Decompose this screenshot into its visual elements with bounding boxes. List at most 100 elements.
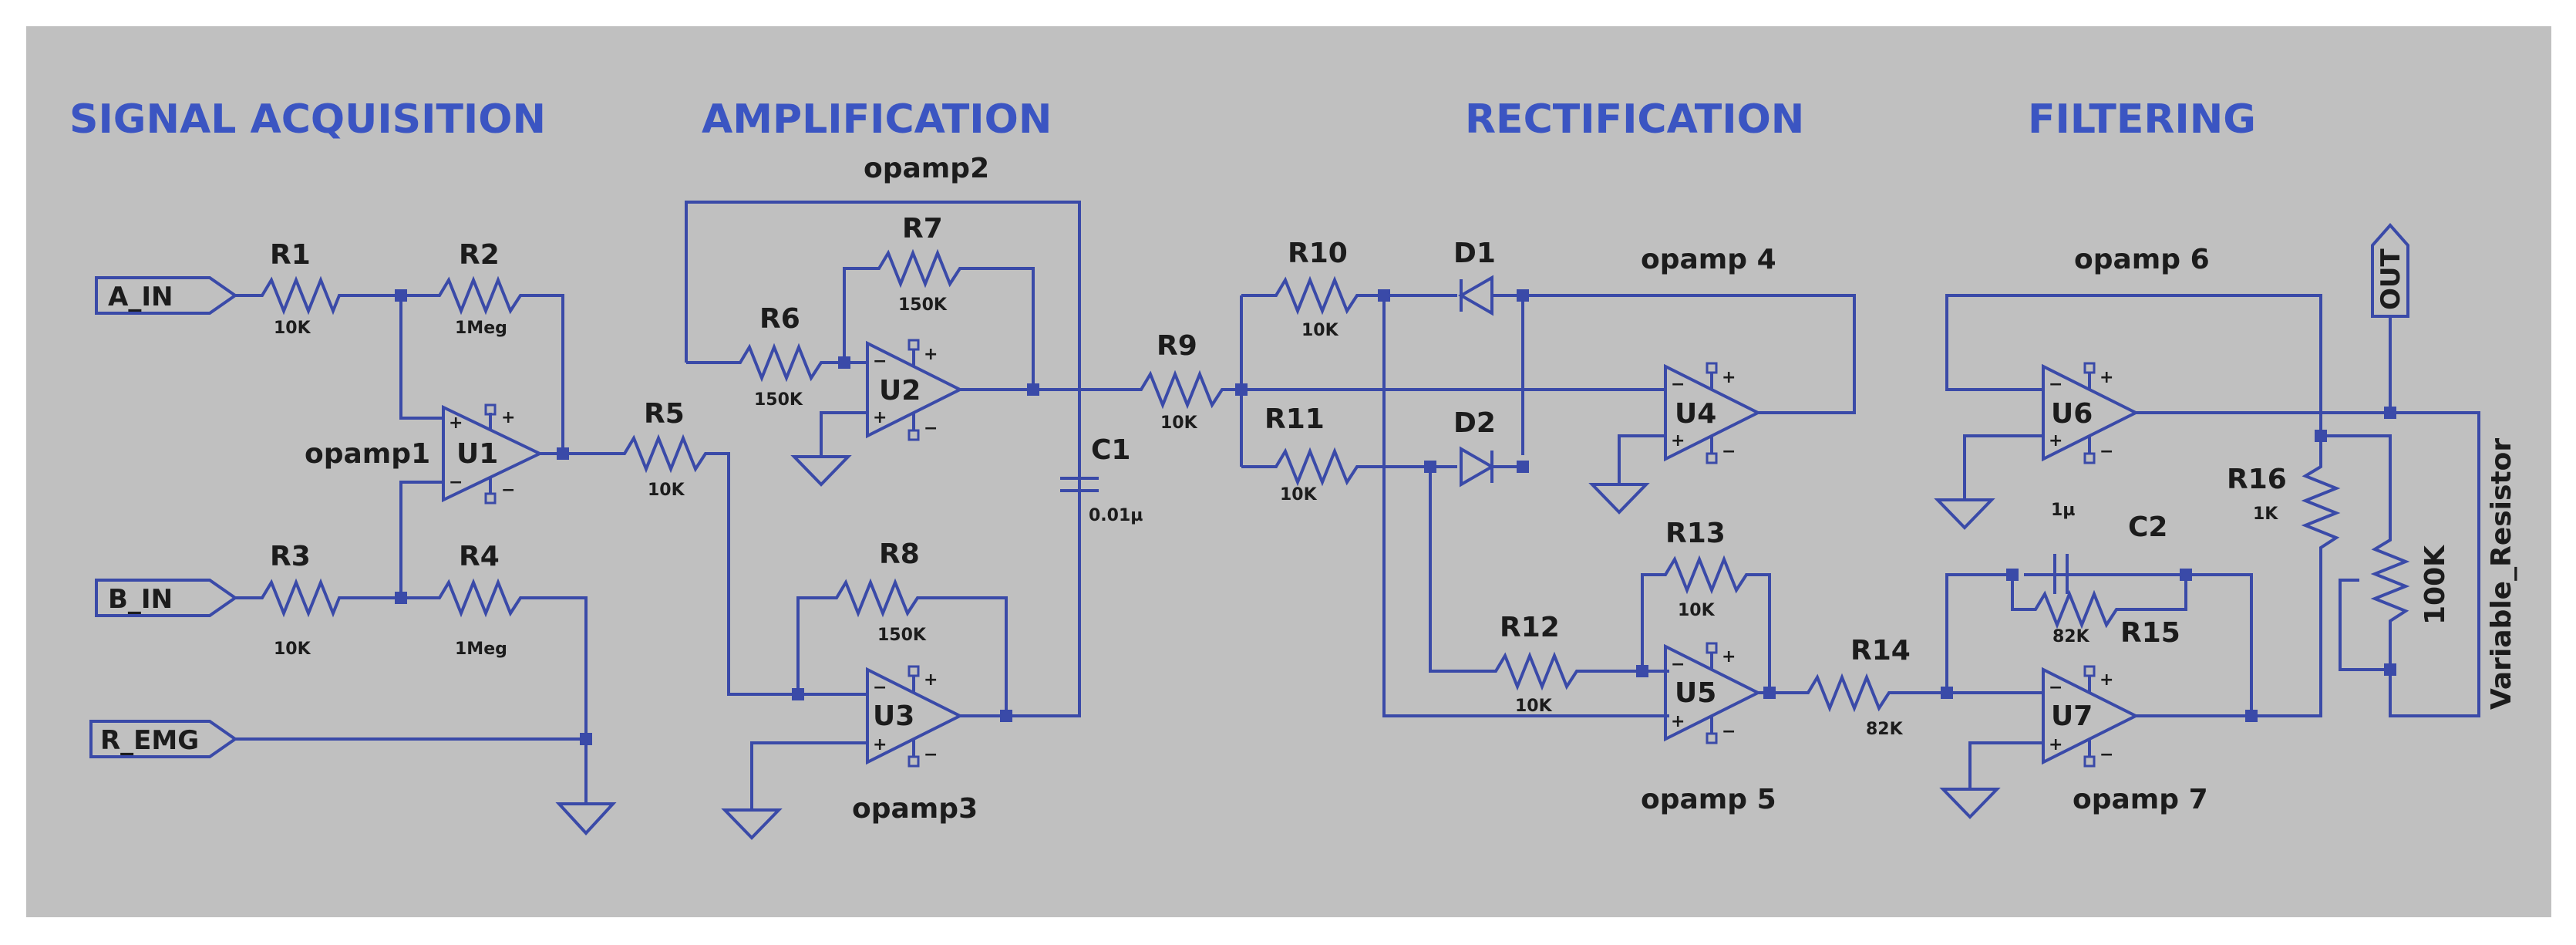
resistor-r14[interactable]: R14 82K xyxy=(1800,635,1911,739)
resistor-r8[interactable]: R8 150K xyxy=(829,538,927,645)
port-out[interactable]: OUT xyxy=(2371,222,2409,318)
section-title-amplification: AMPLIFICATION xyxy=(702,96,1052,143)
u4-plus-pin: + xyxy=(1671,431,1685,451)
resistor-r9[interactable]: R9 10K xyxy=(1133,330,1230,433)
diode-d2[interactable]: D2 xyxy=(1453,407,1500,488)
resistor-r2[interactable]: R2 1Meg xyxy=(432,239,528,338)
ground-icon xyxy=(1588,483,1650,515)
u5-plus-pin: + xyxy=(1671,712,1685,731)
r2-ref: R2 xyxy=(459,239,500,271)
u1-label: opamp1 xyxy=(305,438,430,470)
u1-minus-pin: − xyxy=(449,473,463,492)
u5-label: opamp 5 xyxy=(1641,784,1776,815)
c1-value: 0.01µ xyxy=(1089,506,1143,525)
capacitor-c1[interactable]: C1 0.01µ xyxy=(1060,434,1143,525)
d2-ref: D2 xyxy=(1453,407,1496,439)
ground-symbols xyxy=(555,455,2001,840)
u5-minus-pin: − xyxy=(1671,655,1685,674)
r4-ref: R4 xyxy=(459,541,500,572)
c2-ref: C2 xyxy=(2128,511,2167,543)
d1-ref: D1 xyxy=(1453,238,1496,269)
opamp-u6[interactable]: − + + − U6 opamp 6 xyxy=(2042,244,2210,464)
diode-d1[interactable]: D1 xyxy=(1453,238,1500,316)
resistor-r7[interactable]: R7 150K xyxy=(871,213,968,315)
r13-value: 10K xyxy=(1678,601,1716,620)
resistor-r3[interactable]: R3 10K xyxy=(254,541,343,659)
r5-ref: R5 xyxy=(644,398,685,430)
u7-plus-pin: + xyxy=(2049,735,2062,754)
opamp-u3[interactable]: − + + − U3 opamp3 xyxy=(852,665,978,825)
u4-minus-pin: − xyxy=(1671,375,1685,394)
r10-value: 10K xyxy=(1301,321,1339,340)
resistor-r15[interactable]: R15 82K xyxy=(2028,589,2180,649)
resistor-r11[interactable]: R11 10K xyxy=(1264,403,1365,505)
u4-ref: U4 xyxy=(1675,398,1716,430)
u6-plus-pin: + xyxy=(2049,431,2062,451)
u4-label: opamp 4 xyxy=(1641,244,1776,275)
resistor-r10[interactable]: R10 10K xyxy=(1268,238,1365,340)
r8-value: 150K xyxy=(877,626,927,645)
resistor-r16[interactable]: R16 1K xyxy=(2227,459,2341,555)
section-title-rectification: RECTIFICATION xyxy=(1465,96,1804,143)
u1-vminus: − xyxy=(501,481,515,500)
capacitor-c2[interactable]: C2 1µ xyxy=(2051,501,2167,594)
u4-vminus: − xyxy=(1722,442,1736,461)
opamp-u1[interactable]: + − + − U1 opamp1 xyxy=(305,403,544,505)
u3-vplus: + xyxy=(924,670,938,690)
u3-label: opamp3 xyxy=(852,793,978,825)
variable-resistor[interactable]: 100K Variable_Resistor xyxy=(2370,438,2517,710)
r8-ref: R8 xyxy=(879,538,920,570)
r7-value: 150K xyxy=(898,295,948,315)
u7-ref: U7 xyxy=(2051,700,2093,732)
u1-plus-pin: + xyxy=(449,413,463,433)
u2-vminus: − xyxy=(924,419,938,438)
r12-ref: R12 xyxy=(1500,612,1560,643)
u2-ref: U2 xyxy=(879,375,921,407)
u2-vplus: + xyxy=(924,345,938,364)
r9-ref: R9 xyxy=(1157,330,1197,362)
u6-vminus: − xyxy=(2100,442,2113,461)
port-a-in[interactable]: A_IN xyxy=(95,276,238,315)
r15-value: 82K xyxy=(2052,627,2090,646)
port-b-in-label: B_IN xyxy=(108,584,173,615)
u4-vplus: + xyxy=(1722,368,1736,387)
schematic-canvas xyxy=(26,26,2551,917)
u2-label: opamp2 xyxy=(864,153,989,184)
resistor-r1[interactable]: R1 10K xyxy=(254,239,343,338)
u5-vminus: − xyxy=(1722,722,1736,741)
r6-value: 150K xyxy=(754,390,803,410)
ground-icon xyxy=(555,802,617,835)
opamp-u2[interactable]: − + + − U2 opamp2 xyxy=(864,153,989,441)
u7-label: opamp 7 xyxy=(2073,784,2208,815)
r1-ref: R1 xyxy=(270,239,311,271)
r7-ref: R7 xyxy=(902,213,943,245)
resistor-r13[interactable]: R13 10K xyxy=(1658,518,1754,620)
r2-value: 1Meg xyxy=(455,319,507,338)
u3-minus-pin: − xyxy=(873,678,887,697)
resistor-r12[interactable]: R12 10K xyxy=(1488,612,1584,716)
port-b-in[interactable]: B_IN xyxy=(95,579,238,617)
port-r-emg[interactable]: R_EMG xyxy=(89,720,238,758)
section-title-signal-acquisition: SIGNAL ACQUISITION xyxy=(69,96,546,143)
r4-value: 1Meg xyxy=(455,640,507,659)
port-out-label: OUT xyxy=(2376,248,2406,310)
resistor-r5[interactable]: R5 10K xyxy=(617,398,713,500)
port-r-emg-label: R_EMG xyxy=(100,725,199,756)
opamp-u7[interactable]: − + + − U7 opamp 7 xyxy=(2042,665,2208,815)
r16-value: 1K xyxy=(2253,505,2278,524)
c2-value: 1µ xyxy=(2051,501,2076,520)
opamp-u4[interactable]: − + + − U4 opamp 4 xyxy=(1641,244,1776,464)
opamp-u5[interactable]: − + + − U5 opamp 5 xyxy=(1641,642,1776,815)
r13-ref: R13 xyxy=(1665,518,1726,549)
r14-ref: R14 xyxy=(1850,635,1911,667)
ground-icon xyxy=(1939,788,2001,819)
u5-vplus: + xyxy=(1722,647,1736,667)
resistor-r6[interactable]: R6 150K xyxy=(732,303,829,410)
u3-ref: U3 xyxy=(873,700,914,732)
u2-minus-pin: − xyxy=(873,352,887,371)
section-title-filtering: FILTERING xyxy=(2028,96,2256,143)
r11-value: 10K xyxy=(1280,485,1318,505)
u1-ref: U1 xyxy=(456,438,498,470)
resistor-r4[interactable]: R4 1Meg xyxy=(432,541,528,659)
